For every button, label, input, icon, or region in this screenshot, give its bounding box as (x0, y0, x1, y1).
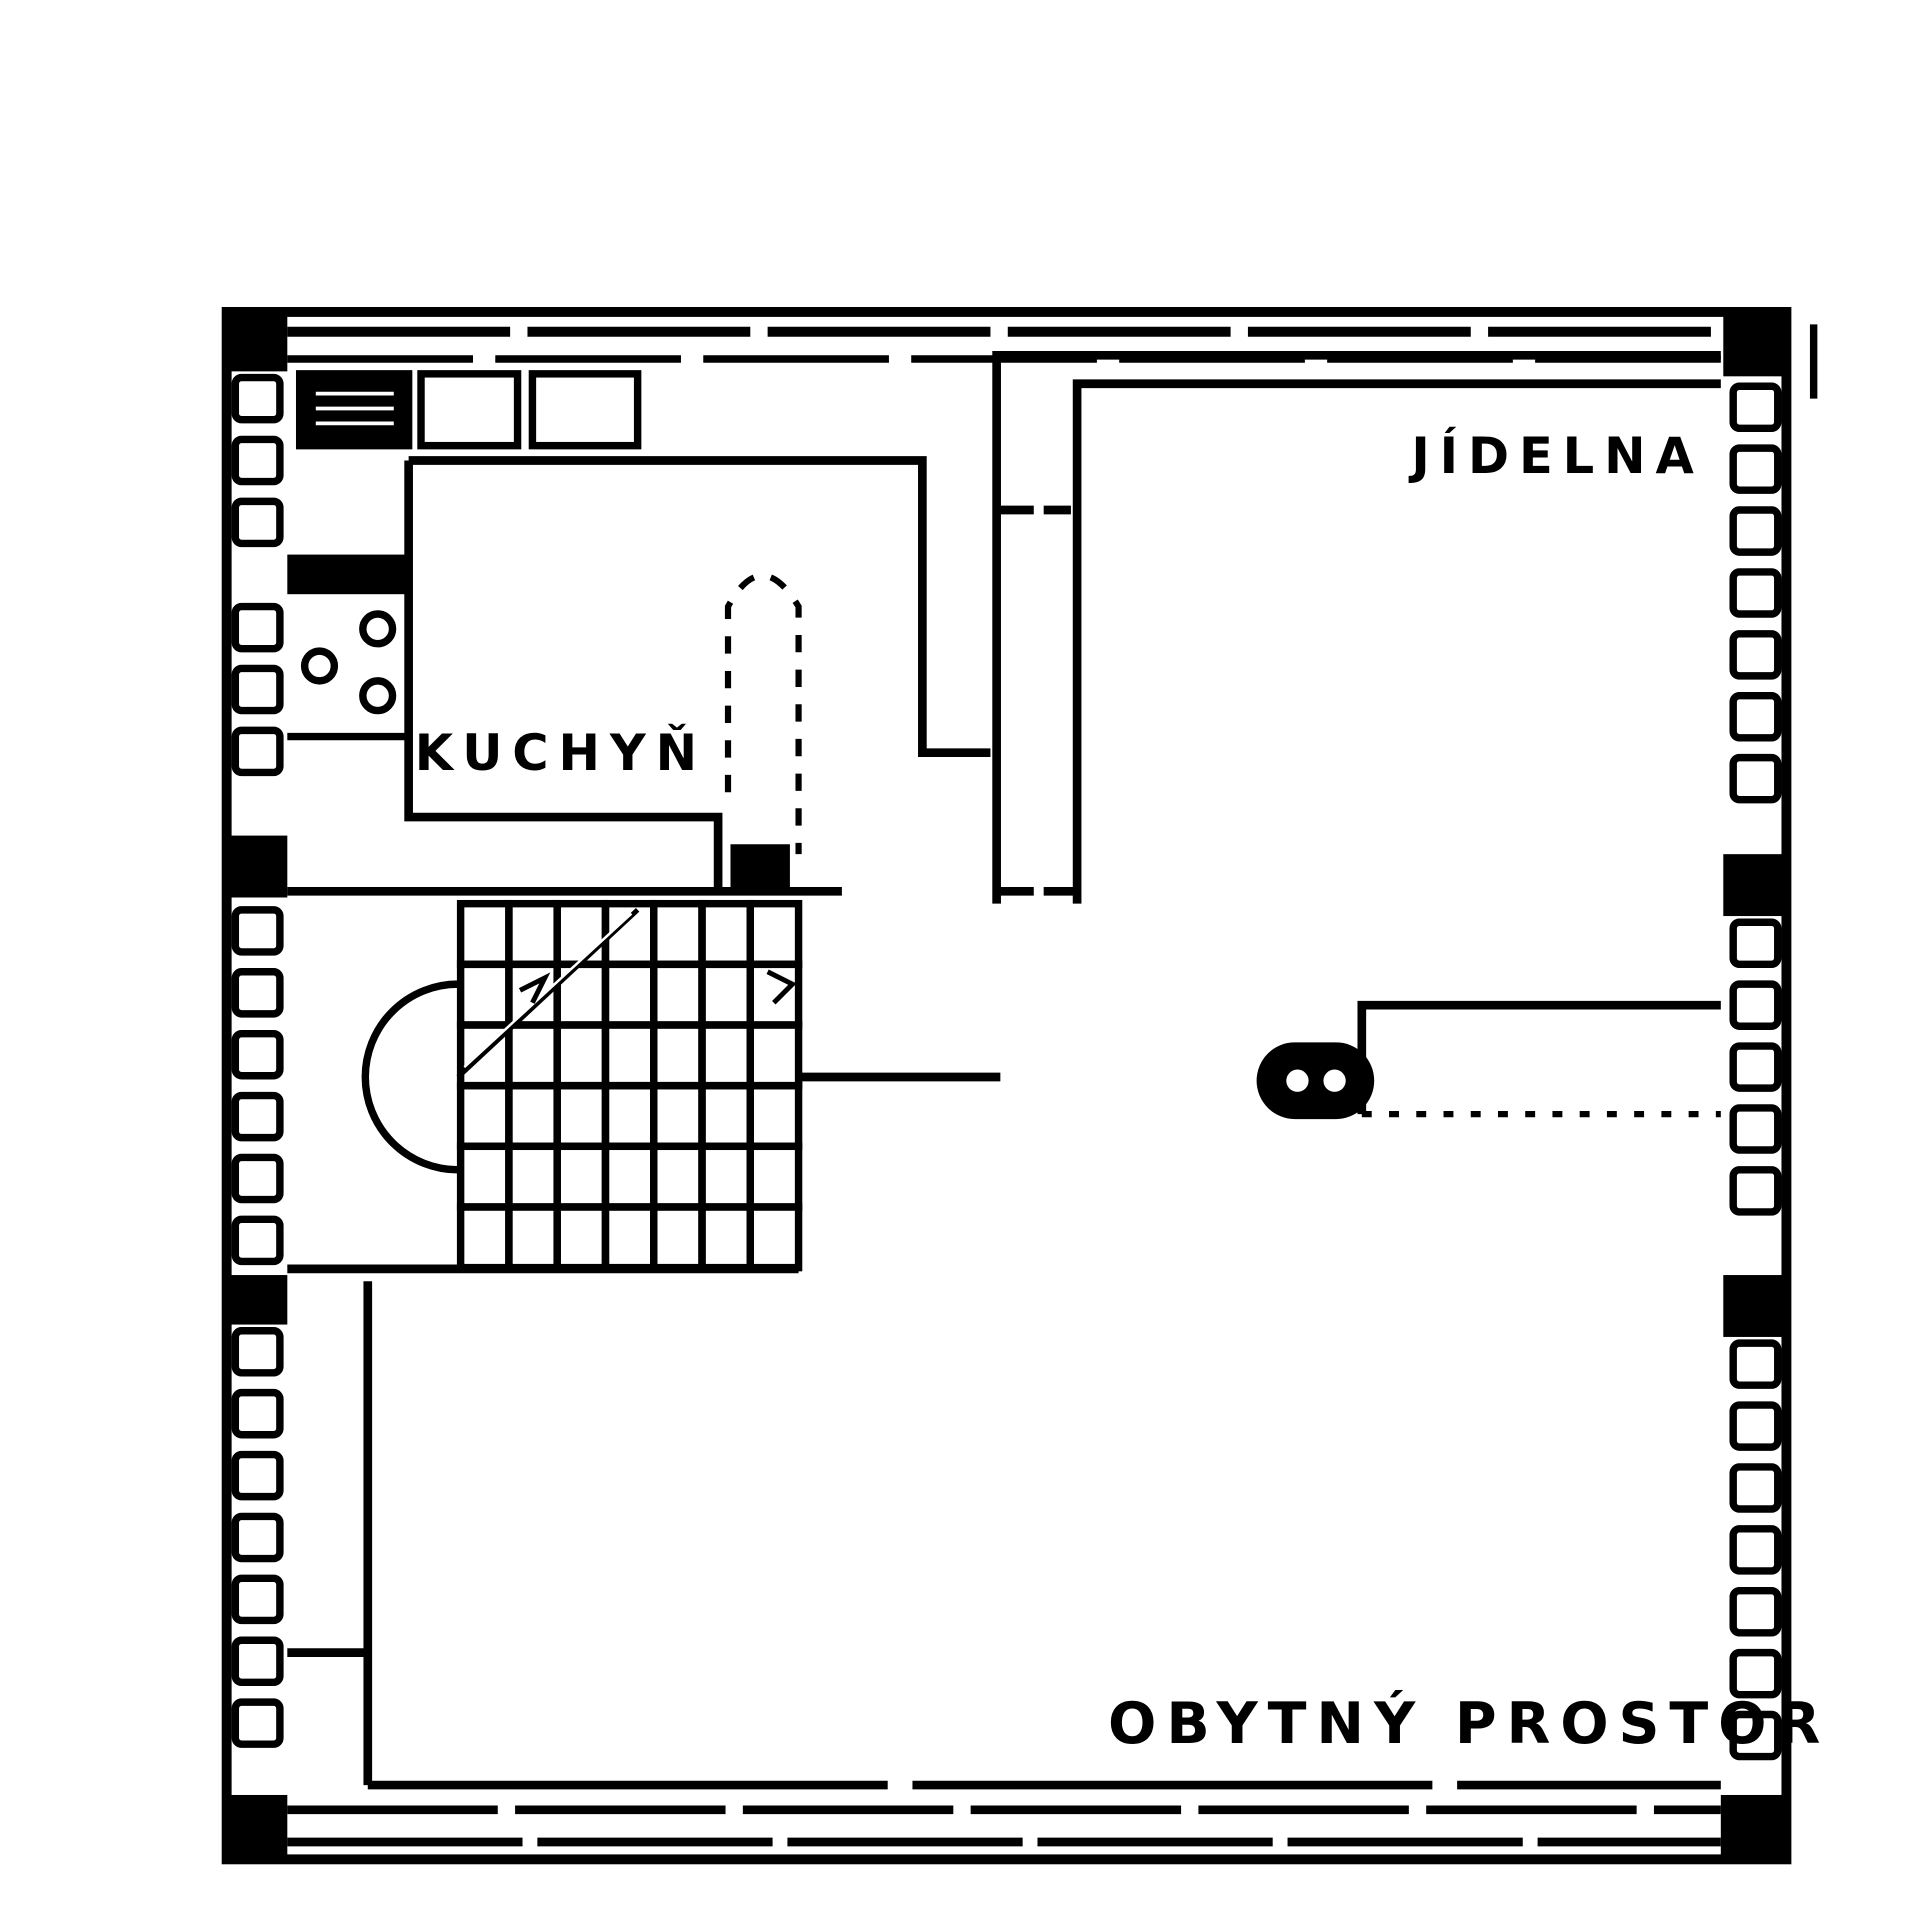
stair-tread (456, 1081, 513, 1151)
window-block (231, 602, 284, 653)
stair-tread (746, 1081, 803, 1151)
kitchen-fixtures (287, 370, 642, 741)
stair-tread (746, 1021, 803, 1090)
window-block (231, 1327, 284, 1377)
stair-tread (553, 1021, 610, 1090)
room-label-kitchen: KUCHYŇ (415, 723, 707, 782)
stair-tread (650, 960, 706, 1029)
stair-tread (456, 960, 513, 1029)
window-block (1729, 753, 1782, 804)
window-block (1729, 1463, 1782, 1513)
window-block (231, 1450, 284, 1501)
stair-tread (601, 1021, 658, 1090)
stair-tread (553, 960, 610, 1029)
stair-tread (650, 899, 706, 969)
stair-tread (746, 1142, 803, 1211)
stair-tread (746, 1203, 803, 1272)
window-block (231, 497, 284, 548)
window-block (1729, 691, 1782, 742)
stair-tread (553, 1081, 610, 1151)
window-block (1729, 382, 1782, 433)
stair-tread (698, 960, 755, 1029)
stair-tread (698, 1021, 755, 1090)
window-block (231, 906, 284, 956)
window-block (1729, 506, 1782, 556)
stair-tread (698, 899, 755, 969)
stair-tread (456, 1203, 513, 1272)
window-blocks (231, 373, 1782, 1761)
stair-tread (698, 1203, 755, 1272)
window-block (231, 1091, 284, 1142)
stair-tread (698, 1142, 755, 1211)
stair-tread (456, 1142, 513, 1211)
window-block (1729, 1104, 1782, 1154)
window-block (231, 373, 284, 424)
window-block (231, 1153, 284, 1204)
window-block (1729, 918, 1782, 969)
window-block (231, 1388, 284, 1439)
stair-tread (601, 1142, 658, 1211)
stair-tread (553, 1142, 610, 1211)
window-block (231, 968, 284, 1018)
window-block (231, 1574, 284, 1625)
window-block (1729, 630, 1782, 680)
window-block (231, 1215, 284, 1266)
stair-tread (505, 1203, 561, 1272)
window-block (231, 435, 284, 486)
window-block (231, 1636, 284, 1687)
stair-tread (746, 899, 803, 969)
window-block (1729, 1166, 1782, 1216)
room-label-dining: JÍDELNA (1408, 426, 1703, 485)
stair-tread (601, 1081, 658, 1151)
stove-burner (359, 677, 397, 715)
stair-tread (505, 899, 561, 969)
stair-tread (650, 1081, 706, 1151)
window-block (1729, 1042, 1782, 1092)
stair-tread (505, 1081, 561, 1151)
window-block (231, 664, 284, 715)
interior-walls (287, 350, 1721, 1790)
stair-tread (601, 1203, 658, 1272)
window-block (1729, 1587, 1782, 1637)
stair-tread (650, 1142, 706, 1211)
stair-tread (601, 960, 658, 1029)
window-block (1729, 1339, 1782, 1389)
stair-tread (650, 1203, 706, 1272)
stair-tread (553, 899, 610, 969)
window-block (1729, 568, 1782, 618)
stair-tread (456, 899, 513, 969)
window-block (1729, 1710, 1782, 1761)
stove-burner (359, 610, 397, 648)
fireplace (1256, 1042, 1375, 1120)
window-block (1729, 1525, 1782, 1575)
stair-tread (698, 1081, 755, 1151)
window-block (231, 1029, 284, 1080)
room-label-living: OBYTNÝ PROSTOR (1108, 1690, 1830, 1757)
window-block (1729, 444, 1782, 494)
door-swing (724, 572, 802, 855)
window-block (1729, 1648, 1782, 1699)
room-labels: JÍDELNA KUCHYŇ OBYTNÝ PROSTOR (415, 426, 1830, 1757)
stove-burner (300, 647, 339, 685)
window-block (1729, 1401, 1782, 1451)
window-block (1729, 980, 1782, 1030)
staircase (361, 899, 803, 1272)
window-block (231, 1698, 284, 1748)
stair-tread (505, 1142, 561, 1211)
stair-tread (650, 1021, 706, 1090)
stair-tread (553, 1203, 610, 1272)
window-block (231, 726, 284, 777)
stair-tread (505, 1021, 561, 1090)
window-block (231, 1512, 284, 1563)
